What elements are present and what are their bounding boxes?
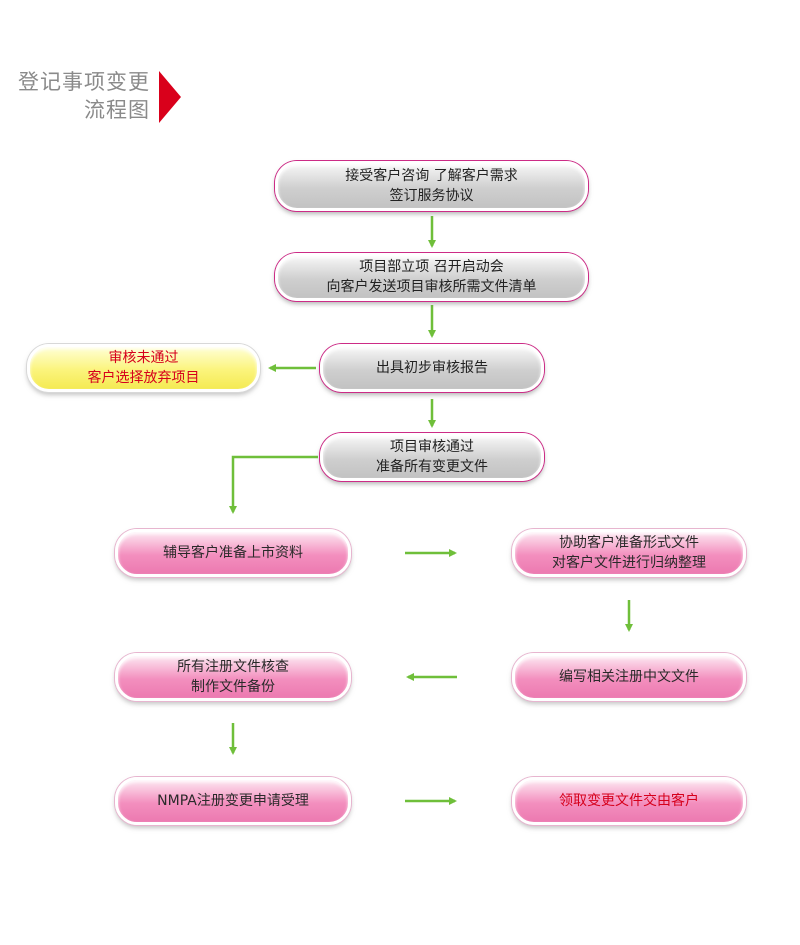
step-check-docs-line2: 制作文件备份 (191, 679, 275, 695)
step-write-docs-line1: 编写相关注册中文文件 (559, 669, 699, 685)
step-kickoff-line1: 项目部立项 召开启动会 (359, 259, 504, 275)
page-title: 登记事项变更 (18, 70, 150, 94)
step-failed-line2: 客户选择放弃项目 (87, 370, 200, 386)
step-check-docs-line1: 所有注册文件核查 (177, 659, 289, 675)
step-prepare-materials-line1: 辅导客户准备上市资料 (163, 545, 303, 561)
step-initial-review-line1: 出具初步审核报告 (376, 360, 488, 376)
step-deliver: 领取变更文件交由客户 (512, 777, 746, 825)
step-assist-docs: 协助客户准备形式文件 对客户文件进行归纳整理 (512, 529, 746, 577)
step-check-docs: 所有注册文件核查 制作文件备份 (115, 653, 351, 701)
step-failed-line1: 审核未通过 (108, 350, 179, 366)
step-submit-line1: NMPA注册变更申请受理 (157, 793, 309, 809)
step-consult: 接受客户咨询 了解客户需求 签订服务协议 (275, 161, 588, 211)
step-submit: NMPA注册变更申请受理 (115, 777, 351, 825)
step-passed-line1: 项目审核通过 (390, 439, 474, 455)
step-kickoff-line2: 向客户发送项目审核所需文件清单 (326, 279, 537, 295)
step-assist-docs-line1: 协助客户准备形式文件 (559, 535, 699, 551)
step-deliver-line1: 领取变更文件交由客户 (559, 793, 699, 809)
step-prepare-materials: 辅导客户准备上市资料 (115, 529, 351, 577)
step-passed-line2: 准备所有变更文件 (376, 459, 488, 475)
step-consult-line1: 接受客户咨询 了解客户需求 (345, 168, 518, 184)
step-kickoff: 项目部立项 召开启动会 向客户发送项目审核所需文件清单 (275, 253, 588, 301)
step-failed: 审核未通过 客户选择放弃项目 (27, 344, 260, 392)
step-assist-docs-line2: 对客户文件进行归纳整理 (552, 555, 706, 571)
page-subtitle: 流程图 (84, 98, 150, 122)
step-write-docs: 编写相关注册中文文件 (512, 653, 746, 701)
step-initial-review: 出具初步审核报告 (320, 344, 544, 392)
arrow-passed-to-materials (229, 455, 318, 514)
step-passed: 项目审核通过 准备所有变更文件 (320, 433, 544, 481)
title-arrow-icon (159, 71, 181, 123)
step-consult-line2: 签订服务协议 (389, 188, 474, 204)
